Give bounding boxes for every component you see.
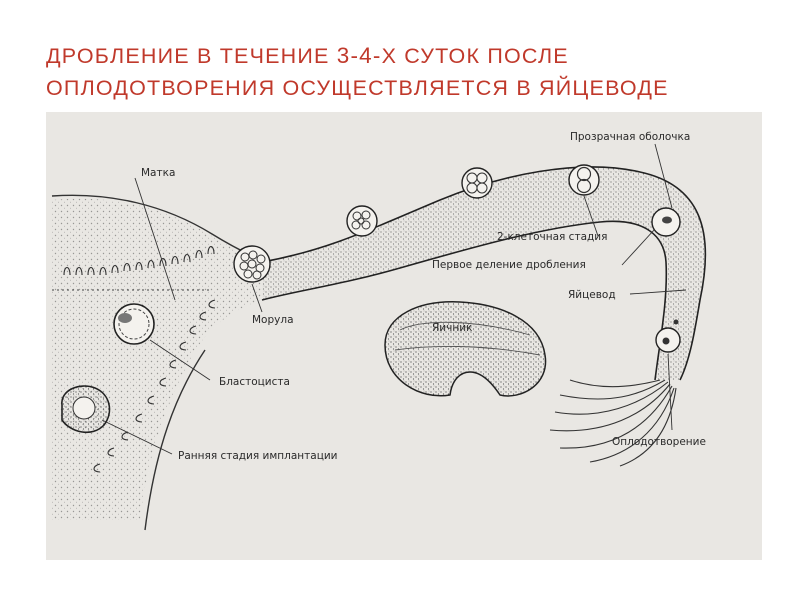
eight-cell-stage bbox=[346, 205, 378, 237]
morula bbox=[233, 245, 271, 283]
leader-lines bbox=[101, 143, 687, 455]
slide-title: ДРОБЛЕНИЕ В ТЕЧЕНИЕ 3-4-Х СУТОК ПОСЛЕ ОП… bbox=[46, 40, 766, 104]
label-ovary: Яичник bbox=[432, 322, 472, 334]
label-early-implantation: Ранняя стадия имплантации bbox=[178, 450, 338, 462]
implanting-embryo bbox=[61, 385, 111, 434]
oviduct-tube bbox=[261, 166, 707, 381]
four-cell-stage bbox=[461, 167, 493, 199]
label-fertilization: Оплодотворение bbox=[612, 436, 706, 448]
label-first-division: Первое деление дробления bbox=[432, 259, 586, 271]
title-part1: ДРОБЛЕНИЕ В ТЕЧЕНИЕ bbox=[46, 44, 337, 68]
title-number: 3-4- bbox=[336, 43, 382, 68]
label-uterus: Матка bbox=[141, 167, 175, 179]
first-division-cell bbox=[651, 207, 681, 237]
endometrial-glands bbox=[63, 245, 216, 473]
ovary bbox=[384, 301, 547, 397]
two-cell-stage bbox=[568, 164, 600, 196]
label-oviduct: Яйцевод bbox=[568, 289, 616, 301]
blastocyst bbox=[113, 303, 155, 345]
uterus-wall bbox=[51, 194, 263, 531]
label-blastocyst: Бластоциста bbox=[219, 376, 290, 388]
oviduct-diagram: Матка Прозрачная оболочка 2-клеточная ст… bbox=[46, 112, 762, 560]
diagram-svg: Матка Прозрачная оболочка 2-клеточная ст… bbox=[51, 131, 707, 531]
label-morula: Морула bbox=[252, 314, 294, 326]
label-zona-pellucida: Прозрачная оболочка bbox=[570, 131, 690, 143]
title-part2: Х СУТОК ПОСЛЕ ОПЛОДОТВОРЕНИЯ ОСУЩЕСТВЛЯЕ… bbox=[46, 44, 669, 100]
label-two-cell-stage: 2-клеточная стадия bbox=[497, 231, 607, 243]
fertilization-cell bbox=[655, 319, 681, 353]
fimbriae bbox=[549, 379, 677, 467]
